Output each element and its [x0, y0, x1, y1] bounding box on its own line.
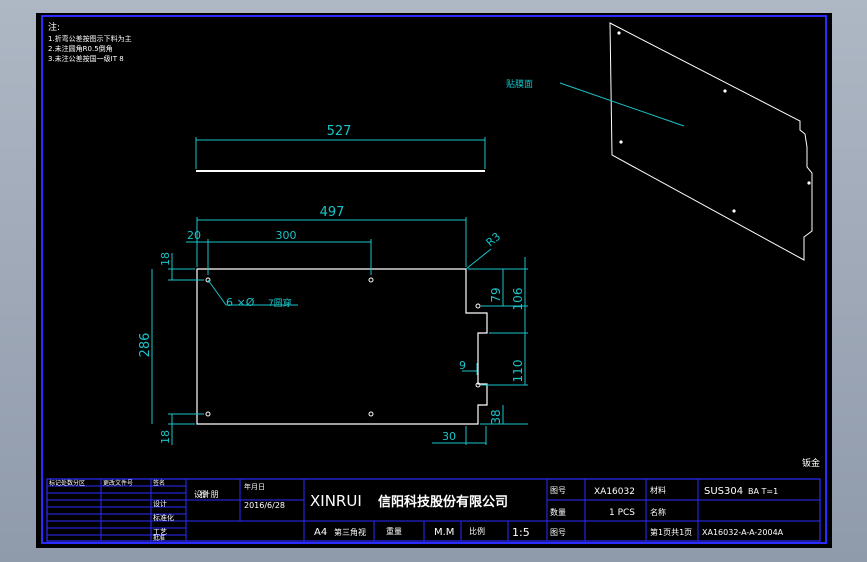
rev-row-2c: 工艺: [153, 528, 167, 536]
dim-106: 106: [511, 288, 525, 311]
qty-label: 数量: [550, 507, 566, 517]
iso-outline: [609, 22, 813, 261]
iso-view: 贴膜面: [506, 22, 813, 261]
hole: [368, 411, 374, 417]
dim-r3: R3: [484, 230, 504, 249]
dim-38: 38: [489, 409, 503, 424]
top-view: 527: [195, 124, 486, 172]
part-no-label: 图号: [550, 486, 566, 495]
material-label: 材料: [650, 485, 666, 495]
scale-value: 1:5: [512, 526, 530, 539]
design-date: 2016/6/28: [244, 501, 285, 510]
paper-size: A4: [314, 527, 327, 538]
scale-label: 比例: [469, 526, 485, 536]
weight-label: 重量: [386, 526, 402, 536]
dim-18-top: 18: [159, 252, 172, 266]
hole: [368, 277, 374, 283]
hole-callout: 6 ×Ø: [226, 296, 255, 309]
thickness: BA T=1: [748, 487, 778, 496]
note-line-2: 2.未注圆角R0.5倒角: [48, 44, 113, 53]
hole: [475, 382, 481, 388]
part-outline: [196, 268, 488, 425]
hole-callout-desc: 7圆穿: [268, 297, 292, 309]
note-line-1: 1.折弯公差按图示下料为主: [48, 34, 132, 43]
qty: 1 PCS: [609, 508, 635, 518]
projection-angle: 第三角视: [334, 527, 366, 537]
drawing-no: XA16032-A-A-2004A: [702, 528, 784, 537]
weight-value: M.M: [434, 527, 454, 538]
rev-row-1c: 标准化: [153, 513, 174, 522]
dim-9: 9: [459, 359, 466, 372]
note-line-3: 3.未注公差按国一级IT 8: [48, 54, 124, 63]
dim-110: 110: [511, 360, 525, 383]
dim-300: 300: [276, 229, 297, 242]
drawing-label: 图号: [550, 528, 566, 537]
drawing-canvas: 注: 1.折弯公差按图示下料为主 2.未注圆角R0.5倒角 3.未注公差按国一级…: [41, 15, 827, 544]
company-cn: 信阳科技股份有限公司: [378, 494, 508, 510]
title-block: 标记处数分区 更改文件号 签名 设计 标准化 工艺 批准 年月日 设计 徐 朋 …: [46, 478, 821, 542]
material: SUS304: [704, 486, 743, 497]
cad-viewport[interactable]: 注: 1.折弯公差按图示下料为主 2.未注圆角R0.5倒角 3.未注公差按国一级…: [36, 13, 832, 548]
dim-79: 79: [489, 287, 503, 302]
rev-header-1: 标记处数分区: [49, 479, 85, 487]
company-en: XINRUI: [310, 492, 362, 510]
rev-header-2: 更改文件号: [103, 479, 133, 487]
rev-row-1a: 设计: [153, 499, 167, 508]
design-person: 徐 朋: [200, 489, 219, 499]
notes-title: 注:: [48, 21, 60, 33]
main-view: 497 300 20 R3 18 286 18 79 106 110 3: [138, 205, 528, 445]
rev-header-3: 签名: [153, 479, 165, 487]
iso-leader: [559, 82, 685, 127]
iso-label: 贴膜面: [506, 78, 533, 90]
page-label: 第1页共1页: [650, 527, 692, 537]
dim-18-bot: 18: [159, 430, 172, 444]
dim-527: 527: [327, 124, 352, 139]
designer-label: 设计: [194, 489, 210, 499]
side-label: 钣金: [802, 457, 820, 469]
part-no: XA16032: [594, 487, 635, 497]
dim-497: 497: [320, 205, 345, 220]
dim-286: 286: [138, 333, 153, 358]
hole: [205, 411, 211, 417]
hole: [205, 277, 211, 283]
hole: [475, 303, 481, 309]
dim-20: 20: [187, 229, 201, 242]
dim-30: 30: [442, 430, 456, 443]
sheet-border: [41, 15, 827, 544]
general-notes: 注: 1.折弯公差按图示下料为主 2.未注圆角R0.5倒角 3.未注公差按国一级…: [48, 21, 132, 63]
date-header: 年月日: [244, 482, 265, 491]
name-label: 名称: [650, 507, 666, 517]
rev-row-3c: 批准: [153, 534, 165, 542]
